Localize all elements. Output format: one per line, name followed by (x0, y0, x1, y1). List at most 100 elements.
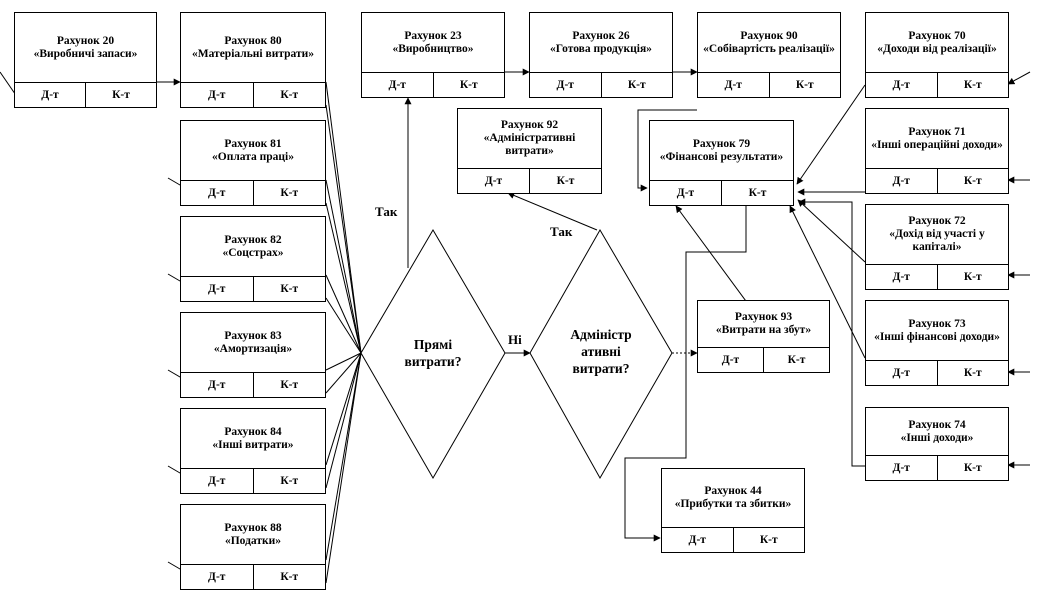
edge-label-yes-direct: Так (375, 204, 398, 219)
account-72: Рахунок 72«Дохід від участі у капіталі» … (865, 204, 1009, 290)
account-name: «Інші доходи» (900, 431, 974, 444)
debit-cell: Д-т (208, 475, 226, 487)
account-88: Рахунок 88«Податки» Д-т К-т (180, 504, 326, 590)
edge-label-yes-admin: Так (550, 224, 573, 239)
debit-cell: Д-т (892, 367, 910, 379)
debit-cell: Д-т (208, 187, 226, 199)
account-number: Рахунок 71 (908, 125, 966, 138)
debit-cell: Д-т (721, 354, 740, 366)
account-name: «Виробництво» (392, 42, 474, 55)
account-name: «Фінансові результати» (659, 150, 784, 163)
debit-cell: Д-т (388, 79, 406, 91)
debit-cell: Д-т (208, 89, 226, 101)
account-name: «Амортизація» (213, 342, 293, 355)
decision-diamond-direct (360, 229, 506, 480)
account-26: Рахунок 26«Готова продукція» Д-т К-т (529, 12, 673, 98)
account-name: «Витрати на збут» (715, 324, 812, 336)
account-number: Рахунок 72 (908, 215, 966, 227)
account-number: Рахунок 81 (224, 137, 282, 150)
credit-cell: К-т (529, 169, 601, 193)
account-number: Рахунок 82 (224, 233, 282, 246)
account-92: Рахунок 92«Адміністративні витрати» Д-т К… (457, 108, 602, 194)
account-74: Рахунок 74«Інші доходи» Д-т К-т (865, 407, 1009, 481)
account-name: «Виробничі запаси» (33, 47, 138, 60)
account-number: Рахунок 92 (500, 119, 559, 131)
debit-cell: Д-т (208, 571, 226, 583)
credit-cell: К-т (252, 277, 326, 301)
debit-cell: Д-т (688, 534, 706, 546)
decision-direct-costs: Прямі витрати? (404, 337, 462, 369)
account-name: «Інші операційні доходи» (871, 138, 1003, 151)
account-name: «Соцстрах» (222, 246, 284, 259)
credit-cell: К-т (252, 565, 326, 589)
credit-cell: К-т (936, 361, 1009, 385)
credit-cell: К-т (600, 73, 673, 97)
account-name: «Оплата праці» (212, 150, 294, 163)
account-83: Рахунок 83«Амортизація» Д-т К-т (180, 312, 326, 398)
debit-cell: Д-т (892, 271, 910, 283)
account-23: Рахунок 23«Виробництво» Д-т К-т (361, 12, 505, 98)
account-name: «Готова продукція» (550, 42, 652, 55)
account-number: Рахунок 74 (908, 418, 966, 431)
credit-cell: К-т (252, 373, 326, 397)
account-number: Рахунок 73 (908, 317, 966, 330)
account-number: Рахунок 84 (224, 425, 282, 438)
account-name: «Адміністративні витрати» (483, 132, 576, 157)
debit-cell: Д-т (892, 462, 910, 474)
account-number: Рахунок 80 (224, 34, 282, 47)
decision-diamond-admin (529, 228, 673, 480)
credit-cell: К-т (936, 169, 1009, 193)
account-number: Рахунок 26 (572, 29, 630, 42)
account-71: Рахунок 71«Інші операційні доходи» Д-т К-… (865, 108, 1009, 194)
account-70: Рахунок 70«Доходи від реалізації» Д-т К-т (865, 12, 1009, 98)
account-name: «Доходи від реалізації» (877, 42, 997, 55)
credit-cell: К-т (85, 83, 156, 107)
debit-cell: Д-т (724, 79, 742, 91)
credit-cell: К-т (252, 83, 326, 107)
account-name: «Податки» (224, 534, 282, 547)
account-44: Рахунок 44«Прибутки та збитки» Д-т К-т (661, 468, 805, 553)
account-number: Рахунок 70 (908, 29, 966, 42)
account-number: Рахунок 79 (692, 137, 751, 150)
account-number: Рахунок 93 (734, 311, 793, 323)
account-79: Рахунок 79«Фінансові результати» Д-т К-т (649, 120, 794, 206)
decision-admin-costs: Адміністр ативні витрати? (570, 327, 632, 376)
debit-cell: Д-т (41, 89, 59, 101)
debit-cell: Д-т (208, 283, 226, 295)
account-81: Рахунок 81«Оплата праці» Д-т К-т (180, 120, 326, 206)
account-73: Рахунок 73«Інші фінансові доходи» Д-т К-т (865, 300, 1009, 386)
account-number: Рахунок 23 (404, 29, 462, 42)
debit-cell: Д-т (676, 187, 695, 199)
account-number: Рахунок 20 (56, 34, 115, 47)
credit-cell: К-т (936, 265, 1009, 289)
debit-cell: Д-т (484, 175, 503, 187)
debit-cell: Д-т (892, 79, 910, 91)
credit-cell: К-т (936, 73, 1009, 97)
edge-label-no-direct: Ні (508, 332, 522, 347)
account-93: Рахунок 93«Витрати на збут» Д-т К-т (697, 300, 830, 373)
debit-cell: Д-т (208, 379, 226, 391)
debit-cell: Д-т (556, 79, 574, 91)
debit-cell: Д-т (892, 175, 910, 187)
account-number: Рахунок 90 (740, 29, 798, 42)
account-82: Рахунок 82«Соцстрах» Д-т К-т (180, 216, 326, 302)
account-name: «Прибутки та збитки» (674, 498, 792, 510)
account-name: «Дохід від участі у капіталі» (889, 228, 985, 253)
credit-cell: К-т (732, 528, 805, 552)
credit-cell: К-т (936, 456, 1009, 480)
credit-cell: К-т (252, 181, 326, 205)
account-number: Рахунок 44 (704, 485, 762, 497)
account-20: Рахунок 20«Виробничі запаси» Д-т К-т (14, 12, 157, 108)
account-name: «Інші витрати» (212, 438, 294, 451)
account-number: Рахунок 83 (224, 329, 282, 342)
account-name: «Інші фінансові доходи» (874, 330, 1000, 343)
credit-cell: К-т (432, 73, 505, 97)
credit-cell: К-т (721, 181, 793, 205)
credit-cell: К-т (768, 73, 841, 97)
account-number: Рахунок 88 (224, 521, 282, 534)
credit-cell: К-т (763, 348, 829, 372)
